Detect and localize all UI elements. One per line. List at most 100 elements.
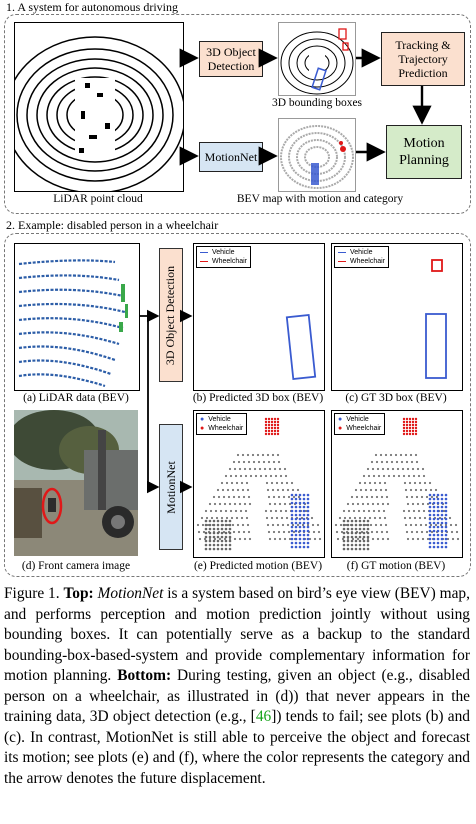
motion-cell (418, 481, 422, 485)
motion-cell (241, 453, 245, 457)
motion-cell (383, 516, 387, 520)
motion-cell (226, 523, 230, 527)
motion-cell (375, 460, 379, 464)
motion-cell (264, 417, 268, 421)
motion-cell (440, 509, 444, 513)
motion-cell (432, 529, 436, 533)
motion-cell (290, 513, 294, 517)
motion-cell (385, 495, 389, 499)
motion-cell (272, 460, 276, 464)
lidar-rings (15, 36, 183, 191)
motion-cell (423, 516, 427, 520)
motion-cell (372, 509, 376, 513)
motion-cell (302, 505, 306, 509)
motion-cell (228, 502, 232, 506)
motion-cell (422, 474, 426, 478)
motion-cell (254, 474, 258, 478)
motion-cell (233, 467, 237, 471)
motion-cell (405, 432, 409, 436)
motion-cell (220, 535, 224, 539)
motion-cell (228, 519, 232, 523)
motion-cell (444, 517, 448, 521)
motion-cell (274, 509, 278, 513)
bev-map-drawing (280, 125, 354, 189)
motion-cell (316, 523, 320, 527)
motion-cell (375, 530, 379, 534)
motion-cell (418, 516, 422, 520)
motion-cell (247, 495, 251, 499)
motion-cell (202, 530, 206, 534)
motion-cell (436, 497, 440, 501)
motion-cell (411, 426, 415, 430)
motion-cell (346, 543, 350, 547)
motion-cell (272, 530, 276, 534)
legend-e: ●Vehicle ●Wheelchair (196, 413, 248, 435)
motion-cell (306, 545, 310, 549)
motion-cell (282, 530, 286, 534)
motion-cell (374, 523, 378, 527)
caption-top-label: Top: (63, 585, 94, 602)
motion-cell (230, 481, 234, 485)
motion-cell (228, 547, 232, 551)
motion-cell (342, 509, 346, 513)
motion-cell (265, 516, 269, 520)
motion-cell (224, 509, 228, 513)
motion-cell (244, 474, 248, 478)
motion-cell (210, 516, 214, 520)
motion-cell (362, 509, 366, 513)
motion-cell (366, 535, 370, 539)
motion-cell (406, 502, 410, 506)
motion-cell (416, 537, 420, 541)
lidar-caption: LiDAR point cloud (53, 193, 143, 205)
motion-cell (204, 509, 208, 513)
motion-cell (342, 523, 346, 527)
motion-cell (366, 539, 370, 543)
motion-cell (208, 502, 212, 506)
motion-cell (277, 530, 281, 534)
motion-cell (342, 531, 346, 535)
motion-cell (392, 474, 396, 478)
motion-cell (209, 509, 213, 513)
motion-cell (364, 523, 368, 527)
motion-cell (411, 417, 415, 421)
motion-cell (283, 502, 287, 506)
citation-link[interactable]: 46 (255, 708, 272, 725)
bbox-image-drawing (280, 28, 354, 95)
motion-cell (216, 543, 220, 547)
motion-cell (436, 509, 440, 513)
motion-cell (265, 481, 269, 485)
motion-cell (374, 488, 378, 492)
motion-cell (216, 527, 220, 531)
motion-cell (200, 516, 204, 520)
motion-cell (235, 516, 239, 520)
motion-cell (224, 523, 228, 527)
motion-cell (267, 432, 271, 436)
motion-cell (370, 460, 374, 464)
motion-cell (376, 467, 380, 471)
motion-cell (203, 537, 207, 541)
motion-cell (366, 467, 370, 471)
motion-cell (400, 460, 404, 464)
motion-cell (290, 517, 294, 521)
motion-cell (243, 502, 247, 506)
motion-cell (300, 516, 304, 520)
motion-cell (256, 453, 260, 457)
motion-cell (290, 481, 294, 485)
motion-cell (379, 523, 383, 527)
motion-cell (306, 529, 310, 533)
motion-cell (267, 423, 271, 427)
motion-cell (276, 453, 280, 457)
motion-cell (370, 530, 374, 534)
motion-cell (397, 474, 401, 478)
motion-cell (296, 488, 300, 492)
motion-cell (342, 527, 346, 531)
motion-cell (442, 509, 446, 513)
motion-cell (380, 530, 384, 534)
motion-cell (380, 460, 384, 464)
motion-cell (242, 495, 246, 499)
motion-cell (401, 467, 405, 471)
motion-cell (419, 488, 423, 492)
motion-cell (409, 488, 413, 492)
legend-b: Vehicle Wheelchair (196, 246, 252, 268)
motion-cell (285, 516, 289, 520)
